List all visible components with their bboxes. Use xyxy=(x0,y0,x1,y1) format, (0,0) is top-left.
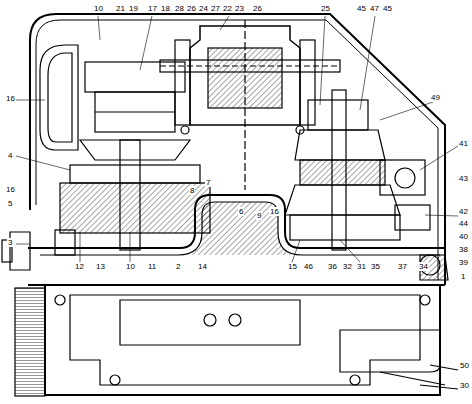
callout-number: 47 xyxy=(369,4,380,13)
callout-number: 44 xyxy=(458,219,469,228)
callout-number: 3 xyxy=(7,238,13,247)
callout-number: 16 xyxy=(269,207,280,216)
callout-number: 14 xyxy=(197,262,208,271)
callout-number: 31 xyxy=(356,262,367,271)
callout-number: 49 xyxy=(430,93,441,102)
callout-number: 41 xyxy=(458,139,469,148)
callout-number: 43 xyxy=(458,174,469,183)
callout-number: 16 xyxy=(5,185,16,194)
callout-number: 40 xyxy=(458,232,469,241)
callout-number: 27 xyxy=(210,4,221,13)
callout-number: 15 xyxy=(287,262,298,271)
callout-number: 19 xyxy=(128,4,139,13)
callout-number: 22 xyxy=(222,4,233,13)
callout-number: 46 xyxy=(303,262,314,271)
callout-number: 26 xyxy=(186,4,197,13)
callout-number: 26 xyxy=(252,4,263,13)
callout-number: 25 xyxy=(320,4,331,13)
callout-number: 2 xyxy=(175,262,181,271)
callout-number: 9 xyxy=(256,211,262,220)
callout-number: 13 xyxy=(95,262,106,271)
callout-number: 5 xyxy=(7,199,13,208)
callout-number: 10 xyxy=(125,262,136,271)
callout-number: 36 xyxy=(327,262,338,271)
callout-number: 35 xyxy=(370,262,381,271)
callout-number: 10 xyxy=(93,4,104,13)
callout-number: 42 xyxy=(458,207,469,216)
callout-number: 28 xyxy=(174,4,185,13)
callout-number: 4 xyxy=(7,151,13,160)
callout-number: 21 xyxy=(115,4,126,13)
callout-number: 38 xyxy=(458,245,469,254)
callout-number: 24 xyxy=(198,4,209,13)
callout-number: 17 xyxy=(147,4,158,13)
callout-number: 23 xyxy=(234,4,245,13)
callout-number: 1 xyxy=(460,272,466,281)
callout-number: 39 xyxy=(458,258,469,267)
callout-number: 45 xyxy=(356,4,367,13)
callout-number: 37 xyxy=(397,262,408,271)
callout-number: 16 xyxy=(5,94,16,103)
callout-number: 12 xyxy=(74,262,85,271)
callout-number: 6 xyxy=(238,207,244,216)
callout-number: 34 xyxy=(418,262,429,271)
callout-number: 8 xyxy=(189,186,195,195)
callout-number: 18 xyxy=(160,4,171,13)
callout-number: 45 xyxy=(382,4,393,13)
callout-number: 30 xyxy=(459,381,470,390)
callout-number: 50 xyxy=(459,361,470,370)
callout-number: 7 xyxy=(205,178,211,187)
callout-number: 32 xyxy=(342,262,353,271)
callout-number: 11 xyxy=(147,262,157,271)
